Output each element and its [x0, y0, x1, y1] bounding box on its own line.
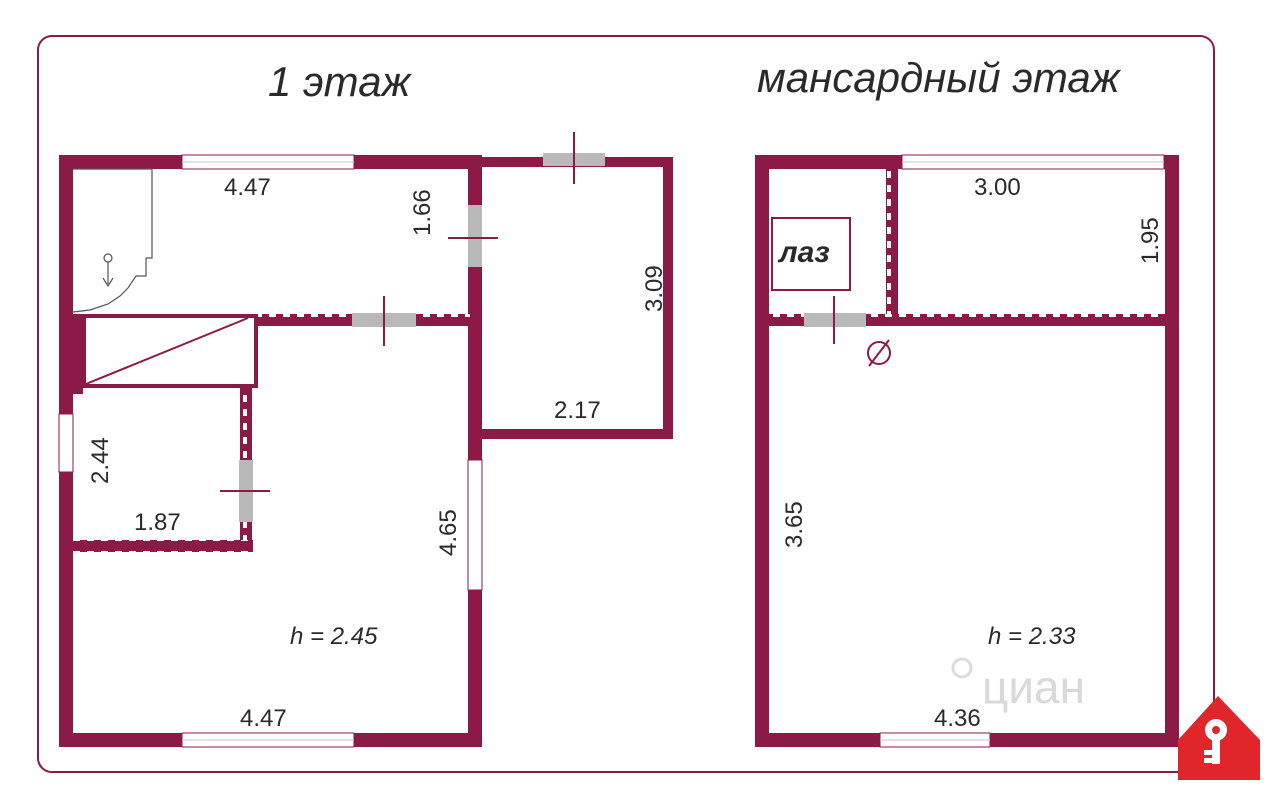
- floor1-height: h = 2.45: [290, 623, 378, 650]
- floor1-dim-bath-width: 1.87: [134, 509, 181, 536]
- floor1-window-right: [467, 459, 483, 591]
- floor1-dim-corridor-depth: 1.66: [409, 189, 436, 236]
- floor1-title: 1 этаж: [268, 58, 413, 105]
- attic-dim-room-width: 3.00: [974, 174, 1021, 201]
- watermark: циан: [951, 657, 1085, 713]
- attic-dim-bottom-width: 4.36: [934, 705, 981, 732]
- floor1-main-wall: [59, 155, 482, 747]
- outer-frame: [37, 35, 1215, 773]
- floor1-side-room-wall: [470, 157, 673, 439]
- attic-dim-hall-length: 3.65: [781, 501, 808, 548]
- house-key-icon: [1178, 696, 1260, 780]
- attic-partition-horizontal: [769, 314, 1165, 326]
- attic-hatch-label: лаз: [777, 236, 830, 269]
- floor1-plan: 4.47 1.66 3.09 2.17 2.44 1.87 4.65 4.47 …: [58, 132, 673, 748]
- floor1-partition-bath-bottom: [73, 540, 253, 552]
- attic-dim-room-depth: 1.95: [1137, 217, 1164, 264]
- attic-plan: лаз 3.00 1.95 3.65 4.36 h = 2.33: [755, 154, 1179, 748]
- attic-height: h = 2.33: [988, 623, 1076, 650]
- chimney-icon: [867, 339, 891, 367]
- floor1-stair-block: [82, 314, 258, 388]
- floor1-dim-bath-length: 2.44: [87, 437, 114, 484]
- floor1-dim-hall-length: 4.65: [435, 509, 462, 556]
- watermark-text: циан: [982, 661, 1085, 713]
- floor1-partition-left-top: [73, 314, 83, 394]
- floor1-dim-side-room-width: 2.17: [554, 397, 601, 424]
- floor1-dim-side-room-length: 3.09: [641, 265, 668, 312]
- floor1-dim-top-width: 4.47: [224, 174, 271, 201]
- attic-partition-vertical: [886, 169, 898, 315]
- stairs-icon: [72, 168, 153, 313]
- floor1-window-left: [58, 413, 74, 473]
- attic-title: мансардный этаж: [757, 54, 1122, 101]
- floor1-door-corridor: [468, 205, 482, 267]
- attic-hatch: [771, 217, 851, 291]
- floor1-dim-bottom-width: 4.47: [240, 705, 287, 732]
